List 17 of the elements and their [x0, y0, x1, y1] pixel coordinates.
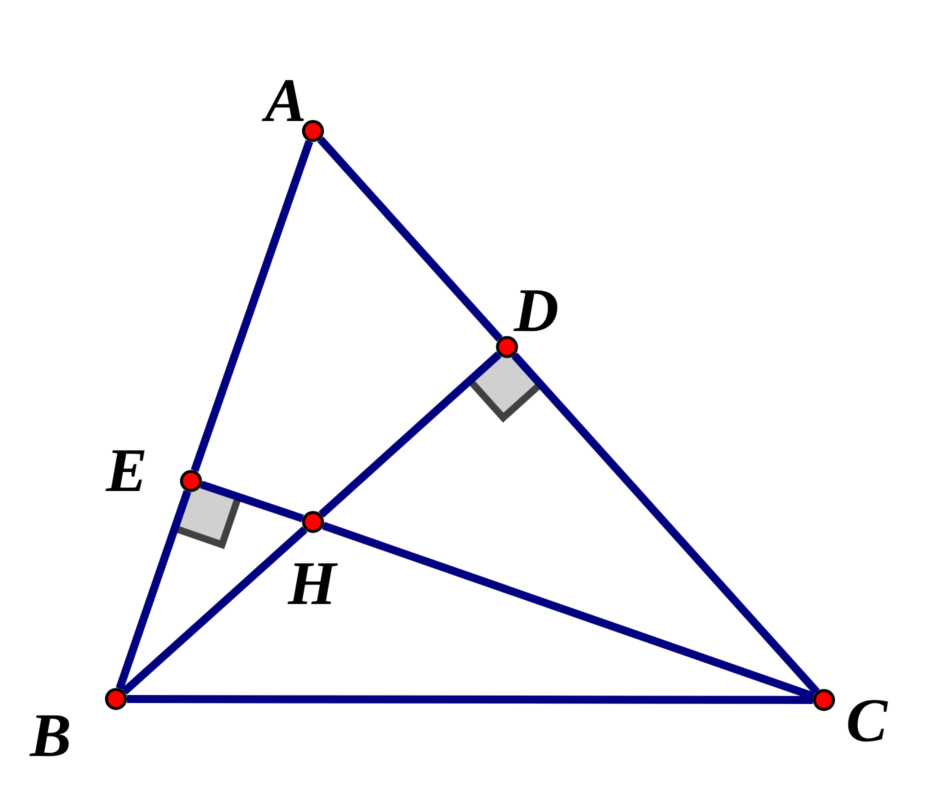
point-marker — [180, 470, 202, 492]
point-label: E — [106, 440, 148, 502]
point-marker — [105, 688, 127, 710]
line-segment — [127, 695, 813, 704]
line-segment — [318, 351, 502, 518]
point-marker — [813, 689, 835, 711]
line-segment — [511, 352, 820, 694]
point-label: C — [846, 690, 888, 752]
line-segment — [122, 526, 308, 695]
point-marker — [302, 120, 324, 142]
point-label: D — [514, 280, 559, 342]
line-segment — [190, 140, 314, 472]
line-segment — [200, 480, 304, 522]
point-label: H — [288, 553, 336, 615]
line-segment — [317, 136, 503, 342]
line-segment — [116, 490, 192, 690]
point-label: B — [30, 705, 72, 767]
